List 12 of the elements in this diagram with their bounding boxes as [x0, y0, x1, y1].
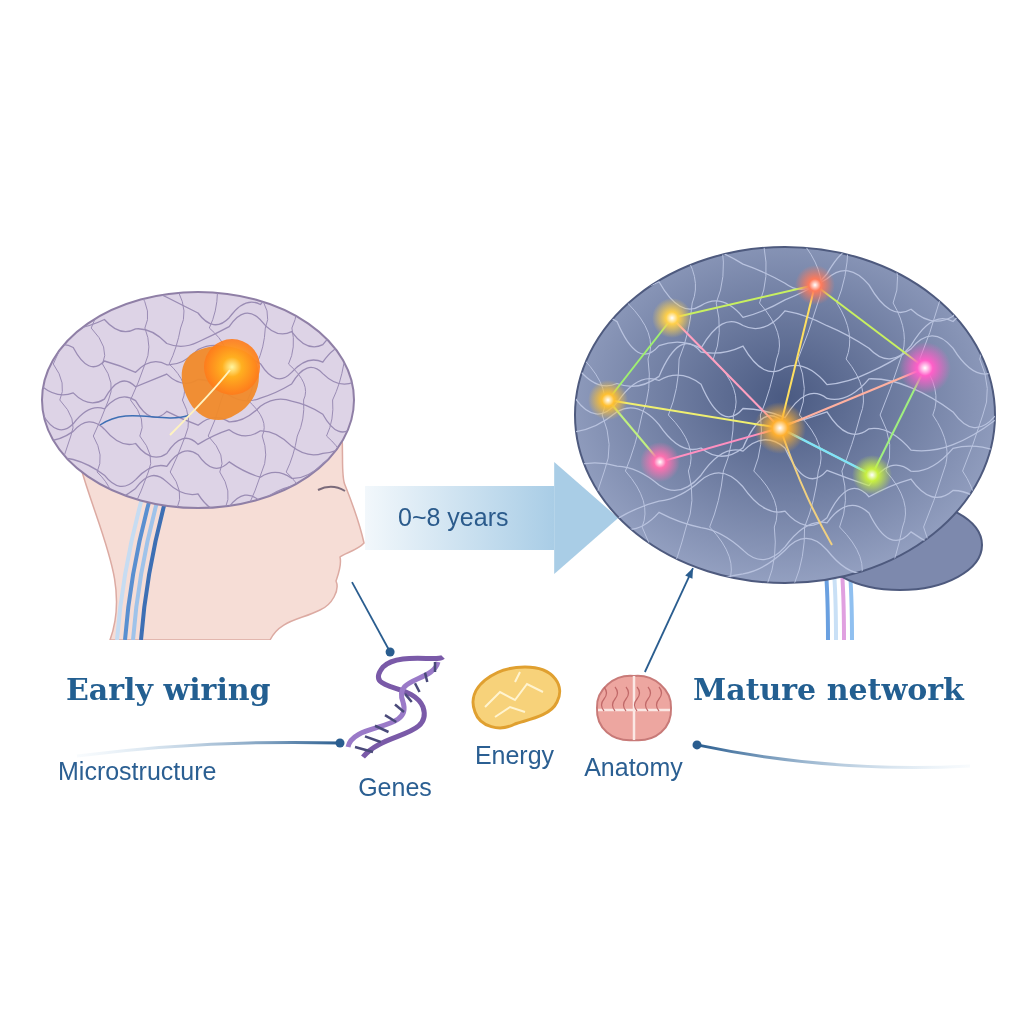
connector-line — [76, 738, 345, 758]
heading: Early wiring — [66, 672, 271, 708]
edge-label: 0~8 years — [398, 503, 509, 532]
connector-line — [692, 740, 971, 769]
icon-caption: Genes — [358, 772, 432, 802]
connector-line — [351, 581, 395, 657]
icon-caption: Anatomy — [584, 752, 683, 782]
icon-caption: Energy — [474, 740, 555, 770]
label: Microstructure — [58, 756, 217, 786]
block-arrow — [365, 461, 619, 574]
arrow — [644, 567, 694, 673]
heading: Mature network — [693, 672, 964, 708]
